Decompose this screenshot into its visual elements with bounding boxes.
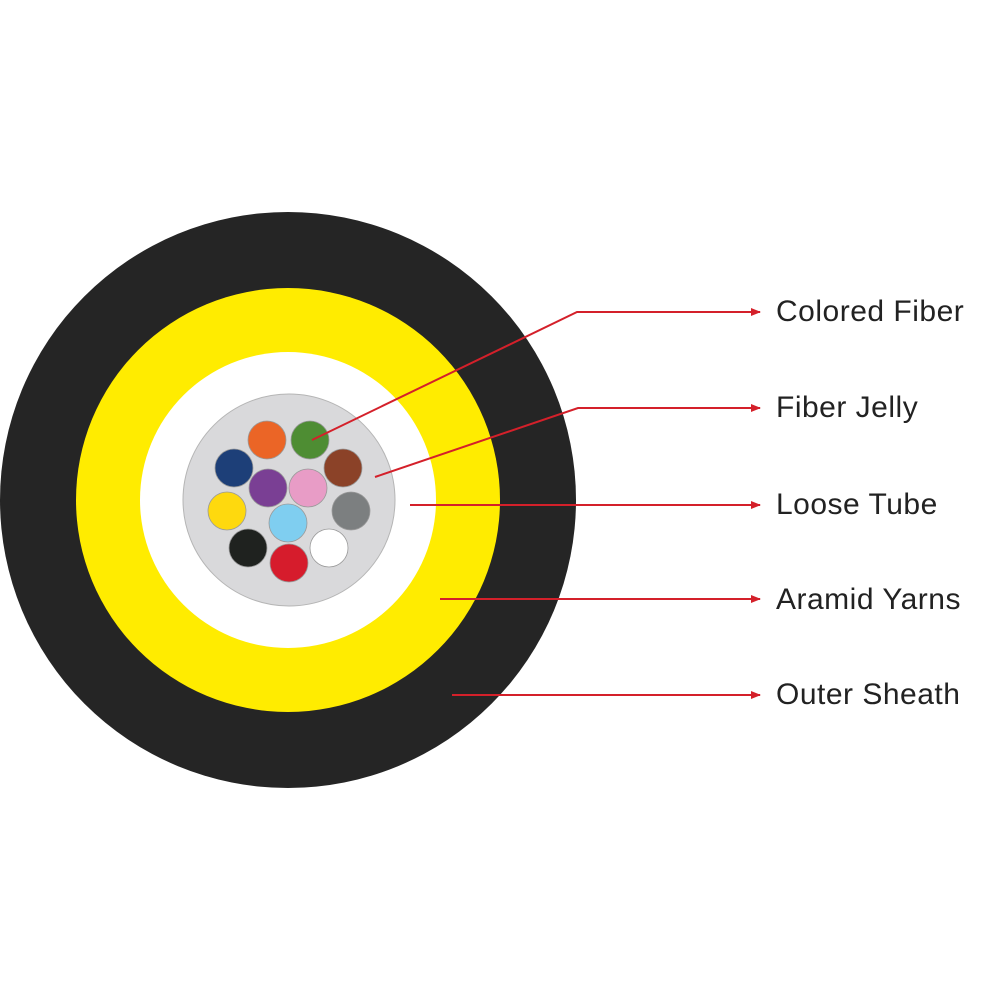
fiber-yellow: [207, 491, 247, 531]
label-outer-sheath: Outer Sheath: [776, 678, 961, 711]
fiber-slate: [331, 491, 371, 531]
label-colored-fiber: Colored Fiber: [776, 295, 965, 328]
fiber-rose: [288, 468, 328, 508]
leader-fiber-jelly: [374, 404, 761, 478]
leader-colored-fiber: [311, 308, 761, 441]
label-fiber-jelly: Fiber Jelly: [776, 391, 919, 424]
fiber-aqua: [268, 503, 308, 543]
label-aramid-yarns: Aramid Yarns: [776, 583, 961, 616]
fiber-red: [269, 543, 309, 583]
fiber-blue: [214, 448, 254, 488]
fiber-black: [228, 528, 268, 568]
fiber-green: [290, 420, 330, 460]
fiber-orange: [247, 420, 287, 460]
fiber-brown: [323, 448, 363, 488]
label-loose-tube: Loose Tube: [776, 488, 938, 521]
fiber-white: [309, 528, 349, 568]
fiber-violet: [248, 468, 288, 508]
